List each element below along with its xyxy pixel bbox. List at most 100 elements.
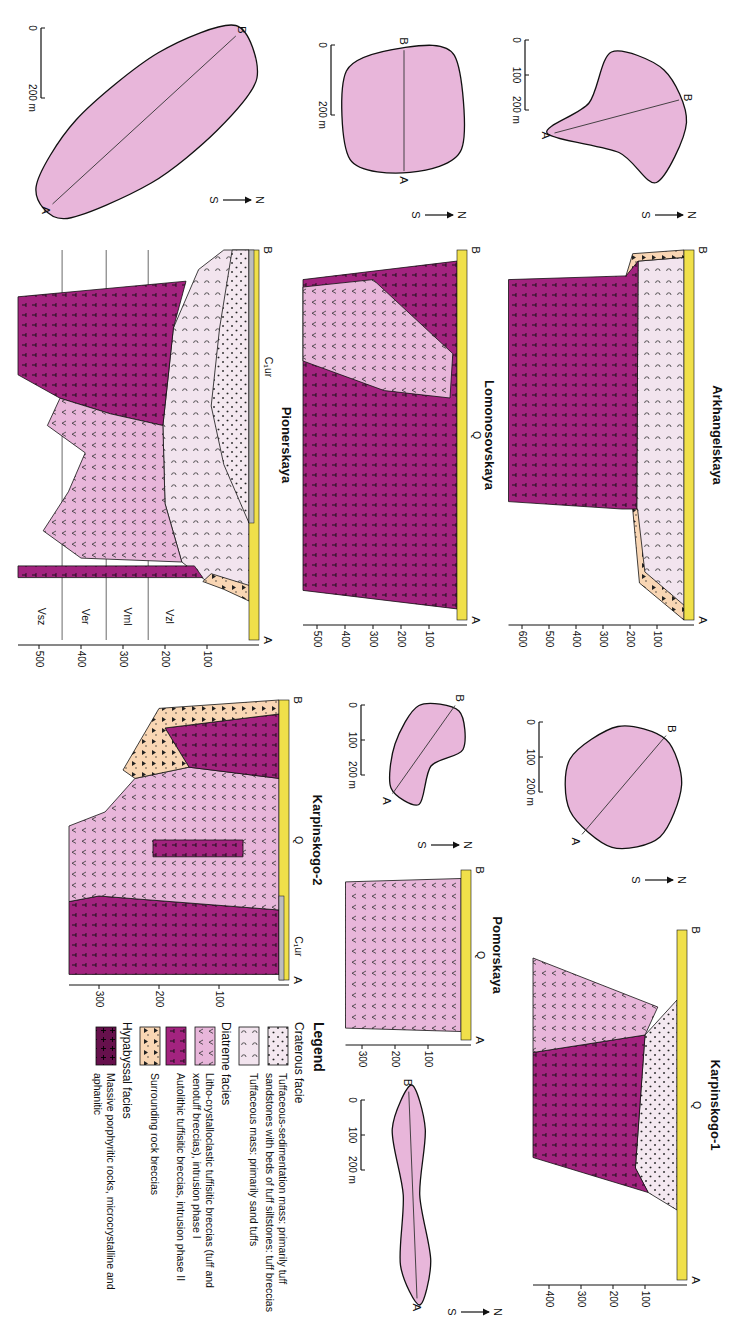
rock-unit [346,879,462,1032]
annotation-label: 200 [154,991,165,1008]
rock-unit-texture [18,281,186,425]
rock-unit-texture [211,250,249,523]
annotation-label: 0 [525,719,536,725]
annotation-label: 300 [94,991,105,1008]
rock-unit-texture [303,261,457,609]
north-arrowhead [453,842,460,849]
legend-entry: Tuffaceous-sedimentation mass: primarily… [264,1026,289,1322]
annotation-label: B [666,725,679,733]
annotation-label: C₁ur [262,357,274,377]
annotation-label: 200 [160,651,171,668]
legend-entry: Autolithic tuffisitic breccias, intrusio… [165,1026,187,1322]
pipe-outline-map [342,45,465,173]
annotation-label: A [398,176,411,184]
annotation-label: 600 [517,631,528,648]
depth-tick [630,625,631,629]
rock-unit [303,280,453,398]
annotation-label: A [381,797,394,805]
annotation-label: Q [474,951,486,959]
annotation-label: S [410,211,422,218]
scale-tick [525,75,529,76]
annotation-label: B [470,246,483,254]
cross-section [509,250,695,629]
rock-unit-texture [43,398,182,562]
annotation-label: Vml [121,608,133,626]
annotation-label: 500 [544,631,555,648]
section-line [582,736,666,835]
depth-tick [428,1045,429,1049]
annotation-label: A [697,616,710,624]
pipe-group [18,25,259,649]
annotation-label: Q [470,431,482,439]
legend-group-heading: Hypabyssal facies [120,1022,134,1322]
rock-unit-texture [533,958,658,1053]
depth-tick [576,625,577,629]
cross-section [533,930,687,1289]
annotation-label: A [292,976,305,984]
annotation-label: A [40,206,53,214]
annotation-label: C₁ur [292,936,304,956]
rock-unit [303,261,457,609]
rock-unit [69,767,279,910]
annotation-label: 100 [347,1127,358,1144]
depth-tick [373,625,374,629]
annotation-label: 400 [340,631,351,648]
legend-entry: Tuffaceous mass: primarily sand tuffs [238,1026,260,1322]
quaternary-cover [279,700,289,980]
legend-swatch-texture [239,1027,259,1065]
annotation-label: 0 [347,1097,358,1103]
rock-unit [637,257,684,609]
depth-tick [39,645,40,649]
scale-tick [361,705,365,706]
annotation-label: A [262,636,275,644]
section-line [393,706,455,794]
cross-section [69,700,289,989]
annotation-label: B [398,37,411,45]
legend-swatch-texture [96,1027,116,1065]
annotation-label: 200 [608,1291,619,1308]
annotation-label: 300 [118,651,129,668]
rock-unit [153,840,243,857]
quaternary-cover [457,250,467,620]
annotation-label: Q [690,1101,702,1109]
legend-swatch-frame [139,1026,161,1066]
depth-tick [401,625,402,629]
legend-group: Hypabyssal faciesMassive porphyritic roc… [91,1022,133,1322]
annotation-label: B [402,1079,415,1087]
quaternary-cover [249,250,259,640]
legend-text: Tuffaceous-sedimentation mass: primarily… [264,1073,289,1322]
legend-swatch-texture [166,1027,186,1065]
depth-tick [429,625,430,629]
carboniferous-layer [279,896,284,980]
rock-unit [533,1035,648,1193]
depth-tick [219,985,220,989]
legend-swatch [166,1027,186,1065]
pipe-title: Karpinskogo-1 [708,1059,722,1150]
cross-section [303,250,467,629]
section-line [404,50,405,171]
depth-tick [159,985,160,989]
legend-heading: Legend [311,1022,327,1322]
annotation-label: 0 [27,25,38,31]
annotation-label: 300 [598,631,609,648]
scale-bar [330,45,331,115]
rock-unit [509,261,639,509]
depth-tick [207,645,208,649]
depth-tick [395,1045,396,1049]
scale-tick [41,28,45,29]
annotation-label: B [690,926,703,934]
annotation-label: N [456,211,468,219]
annotation-label: 200 [625,631,636,648]
annotation-label: N [492,1308,504,1316]
annotation-label: 100 [525,749,536,766]
annotation-label: 100 [202,651,213,668]
rock-unit-texture [637,257,684,609]
legend-swatch [239,1027,259,1065]
rock-unit-texture [509,261,639,509]
scale-tick [331,45,335,46]
legend-group-heading: Diatreme facies [219,1022,233,1322]
annotation-label: Q [292,836,304,844]
annotation-label: A [570,837,583,845]
depth-axis [69,985,289,986]
depth-axis [303,625,467,626]
